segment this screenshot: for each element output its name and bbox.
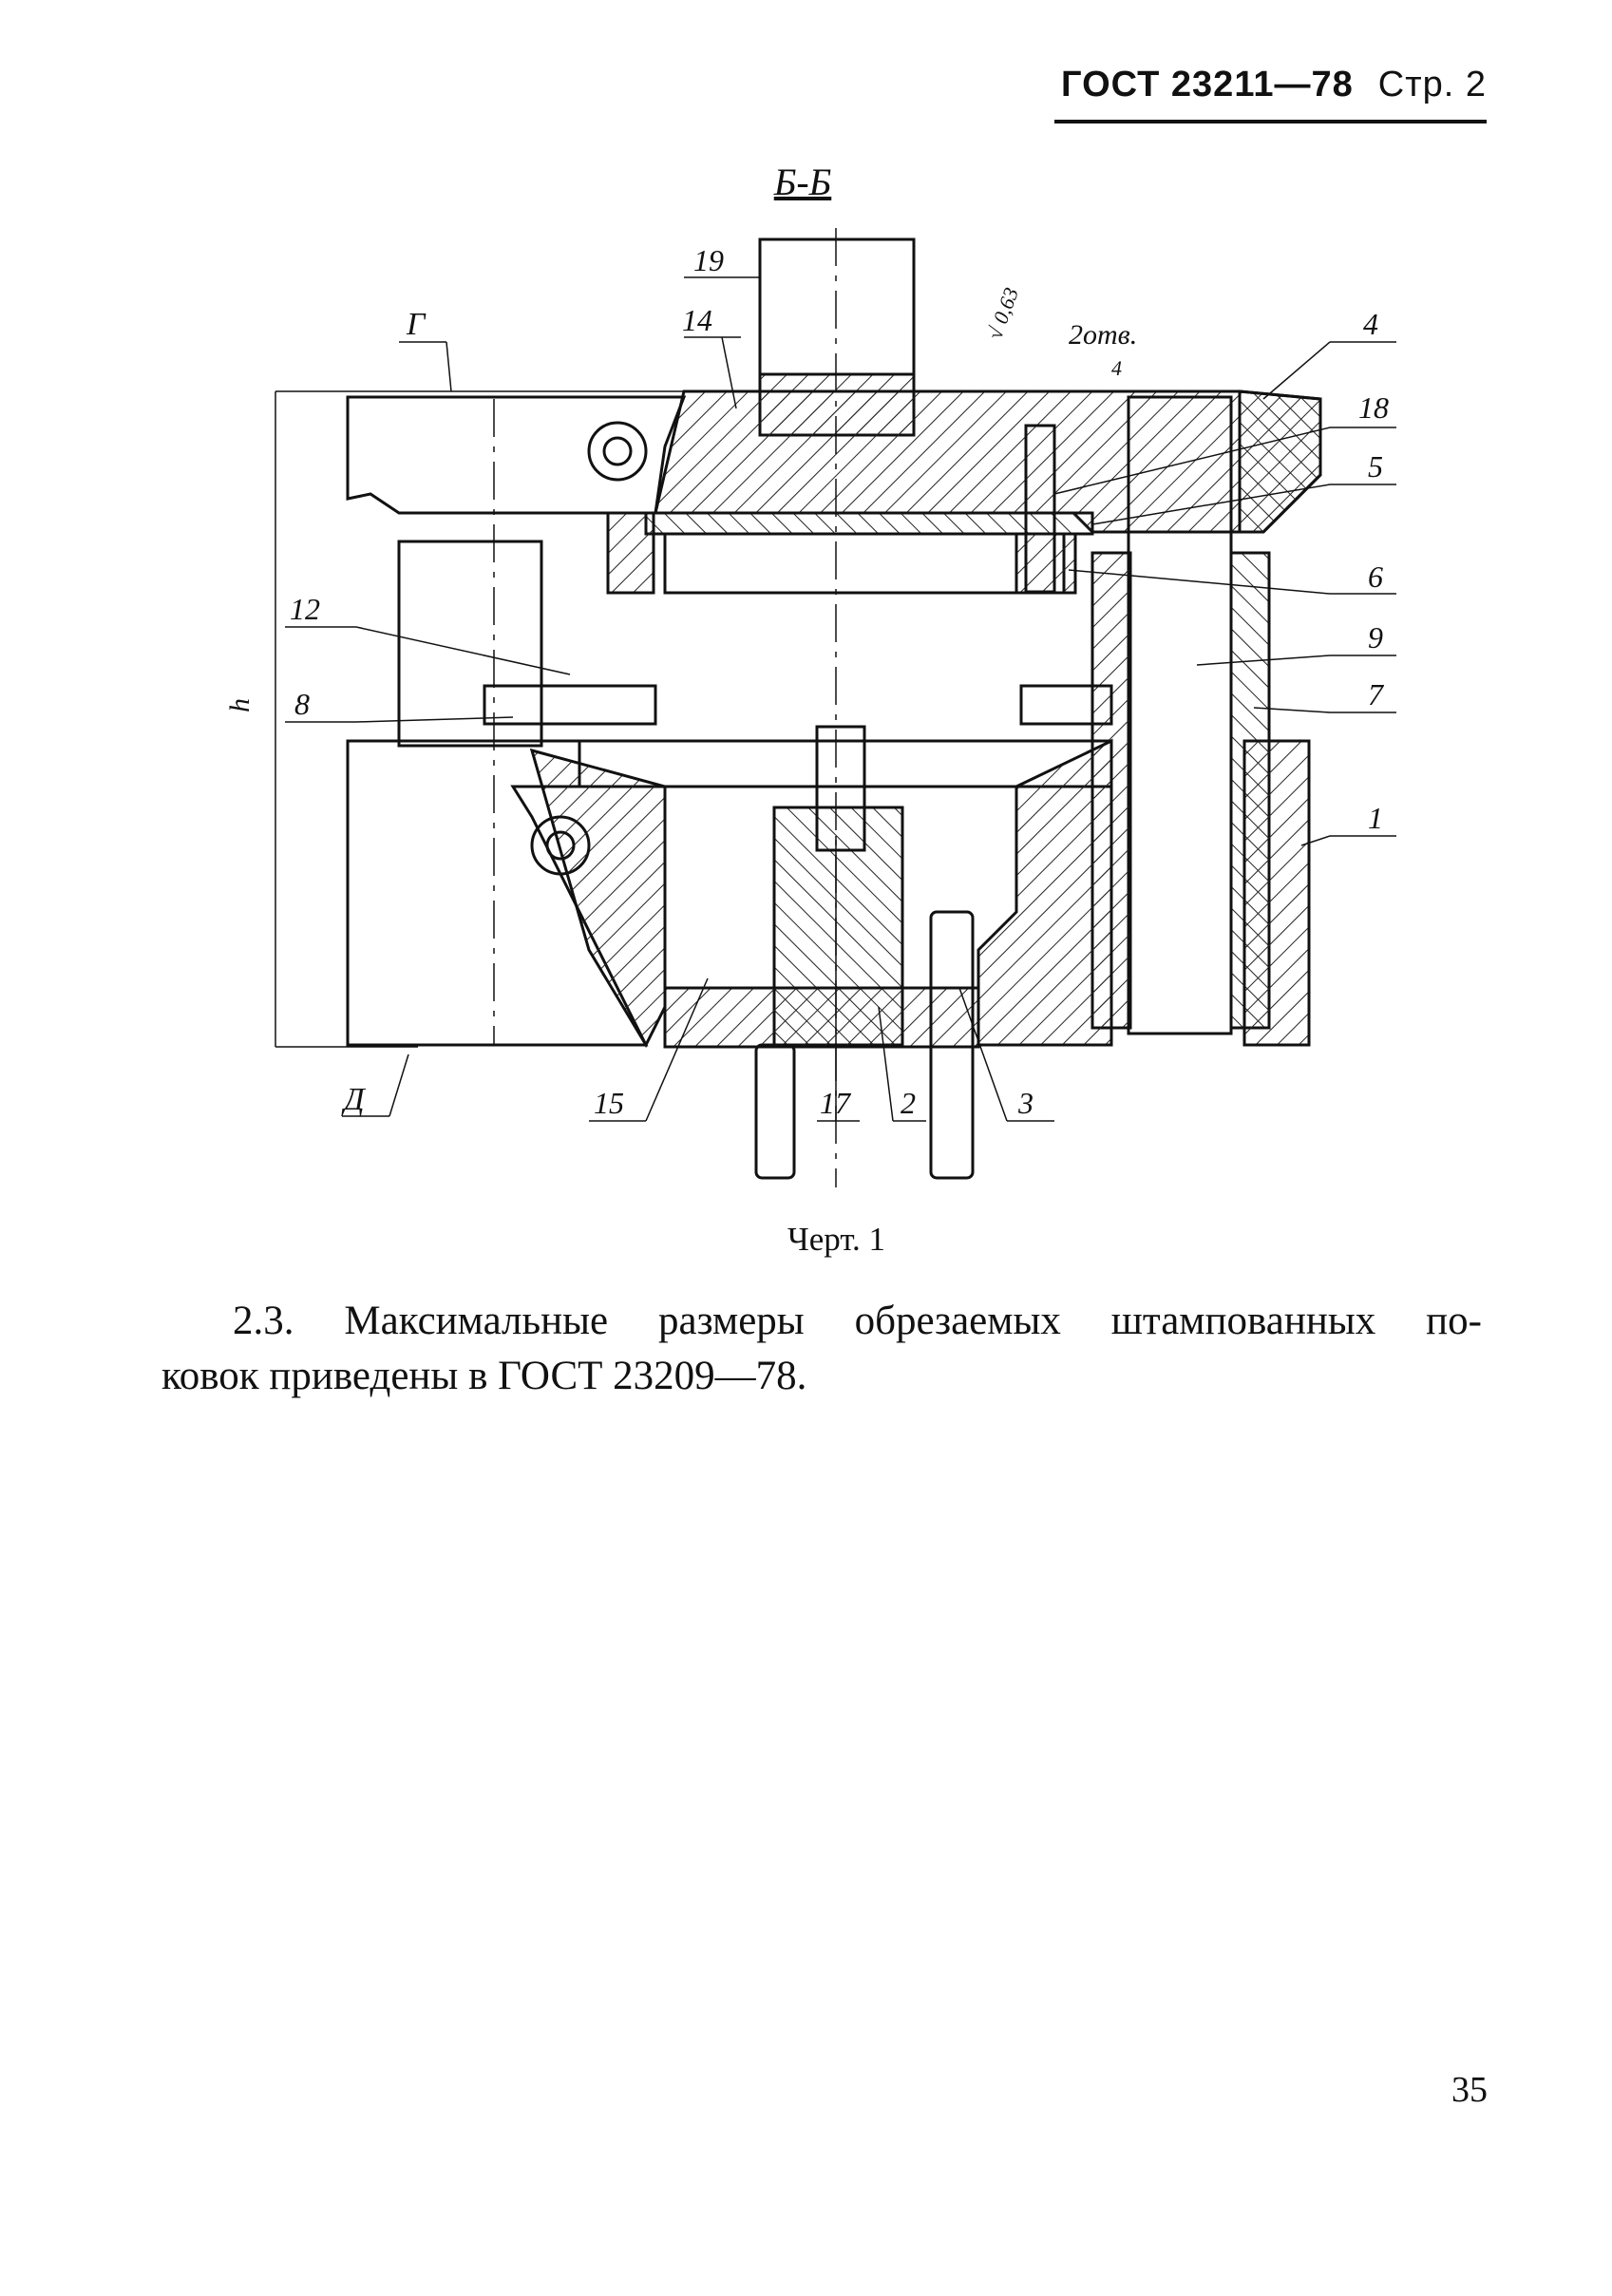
hole-note-sub: 4	[1111, 356, 1122, 380]
die-assembly	[275, 228, 1396, 1187]
dimension-h: h	[224, 698, 256, 712]
callout-4: 4	[1363, 307, 1378, 341]
callout-19: 19	[693, 243, 724, 277]
hole-note: 2отв.	[1069, 319, 1137, 351]
page-label: Стр. 2	[1377, 65, 1487, 104]
figure-caption: Черт. 1	[787, 1221, 885, 1258]
page-number: 35	[1451, 2070, 1488, 2110]
callout-7: 7	[1368, 677, 1385, 712]
roughness-mark: √ 0,63	[982, 284, 1023, 342]
callout-6: 6	[1368, 560, 1383, 594]
callout-17: 17	[820, 1086, 852, 1120]
callout-18: 18	[1358, 390, 1389, 425]
technical-drawing: Б-Б 19 14 4 18 5 6 9 7 1 12 8 15 17 2 3 …	[224, 161, 1396, 1187]
callout-12: 12	[290, 592, 320, 626]
callout-9: 9	[1368, 620, 1383, 655]
view-letter-g: Г	[406, 307, 427, 342]
paragraph-line-2: ковок приведены в ГОСТ 23209—78.	[161, 1354, 807, 1398]
callout-15: 15	[594, 1086, 624, 1120]
view-letter-d: Д	[341, 1082, 367, 1117]
callout-1: 1	[1368, 801, 1383, 835]
paragraph-line-1: 2.3. Максимальные размеры обрезаемых шта…	[233, 1299, 1482, 1343]
doc-number: ГОСТ 23211—78	[1061, 65, 1354, 104]
callout-8: 8	[294, 687, 310, 721]
header-rule	[1054, 120, 1487, 123]
section-label: Б-Б	[773, 161, 832, 203]
callout-14: 14	[682, 303, 712, 337]
callout-3: 3	[1017, 1086, 1034, 1120]
page-header: ГОСТ 23211—78 Стр. 2	[1054, 65, 1487, 123]
callout-5: 5	[1368, 449, 1383, 484]
body-paragraph: 2.3. Максимальные размеры обрезаемых шта…	[161, 1294, 1482, 1404]
callout-2: 2	[901, 1086, 916, 1120]
